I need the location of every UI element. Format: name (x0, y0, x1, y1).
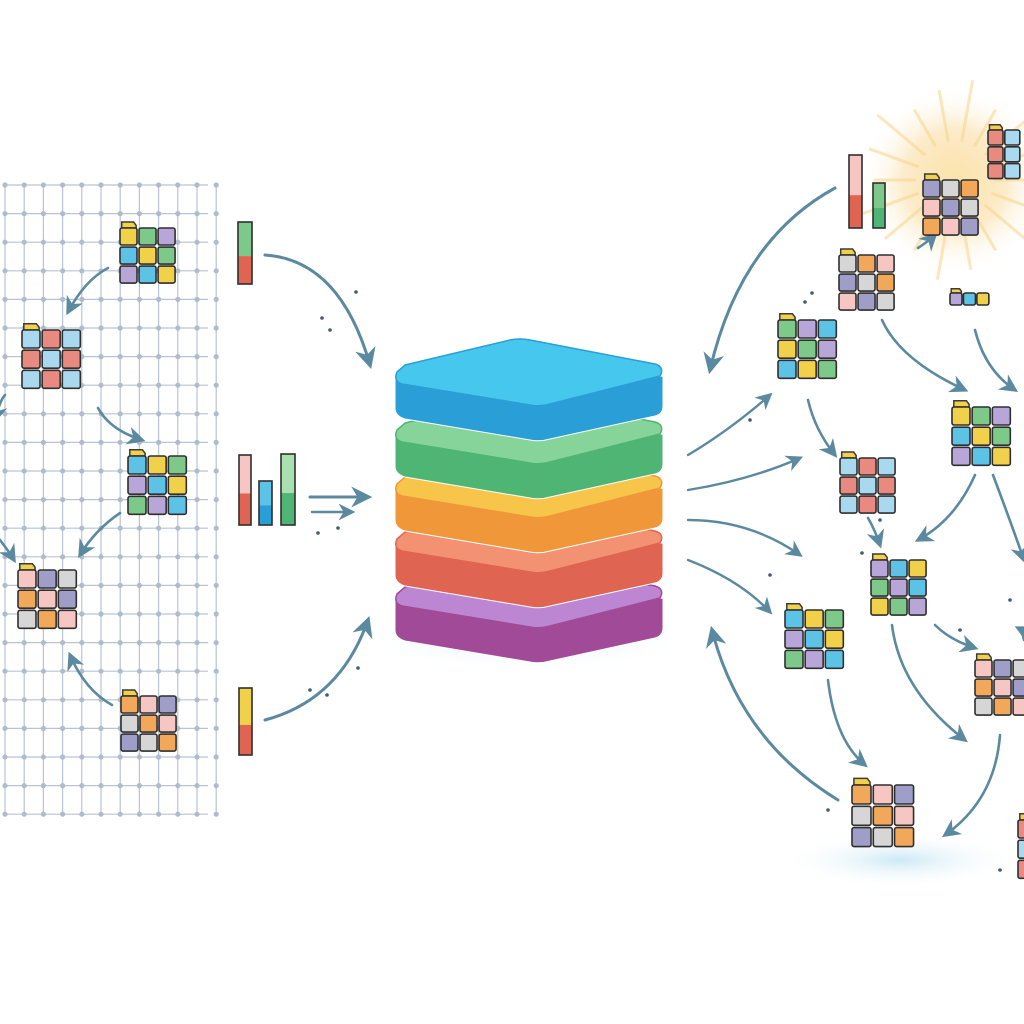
arrow (991, 473, 1024, 564)
arrow (78, 511, 122, 559)
arrow (942, 733, 1002, 838)
arrow (67, 651, 114, 707)
tile-grid-icon (17, 562, 78, 630)
arrow (826, 678, 868, 768)
arrow (263, 253, 376, 370)
tile-grid-icon (1017, 812, 1024, 880)
arrow (933, 623, 979, 653)
arrow (705, 625, 840, 802)
arrow (973, 328, 1019, 393)
arrow (686, 392, 773, 457)
arrow (96, 406, 146, 445)
arrow (66, 266, 110, 316)
arrow (1014, 626, 1024, 643)
bar-icon (848, 154, 863, 229)
arrow (686, 518, 803, 557)
tile-grid-icon (949, 288, 990, 306)
layer-stack (394, 338, 664, 664)
tile-grid-icon (974, 653, 1024, 716)
arrows (0, 186, 1024, 838)
tile-grid-icon (870, 553, 927, 616)
arrow (866, 516, 885, 549)
tile-grid-icon (119, 221, 176, 284)
bar-icon (237, 221, 253, 285)
tile-grid-icon (951, 399, 1012, 467)
tile-grid-icon (922, 173, 979, 236)
bar-icons (237, 154, 886, 756)
layer-blue (394, 338, 664, 442)
arrow (686, 455, 804, 492)
bar-icon (238, 687, 253, 756)
speckles (308, 290, 1012, 872)
tile-icons (17, 124, 1024, 880)
tile-grid-icon (120, 689, 177, 752)
bar-icon (280, 453, 296, 526)
tile-grid-icon (838, 248, 895, 311)
arrow (806, 398, 838, 458)
tile-grid-icon (987, 124, 1021, 180)
arrow (686, 558, 773, 615)
bar-icon (872, 182, 886, 229)
bar-icon (238, 454, 252, 526)
arrow (880, 318, 969, 393)
tile-grid-icon (127, 448, 188, 516)
arrow (890, 623, 968, 743)
tile-grid-icon (839, 451, 896, 514)
arrow (914, 473, 977, 542)
cluster-shadow (780, 832, 1020, 888)
bar-icon (258, 480, 273, 526)
arrow (263, 616, 373, 722)
tile-grid-icon (21, 322, 82, 390)
tile-grid-icon (784, 602, 845, 670)
arrow (0, 538, 16, 564)
tile-grid-icon (851, 777, 915, 848)
arrow (0, 393, 8, 424)
arrow (703, 186, 837, 375)
tile-grid-icon (777, 312, 838, 380)
